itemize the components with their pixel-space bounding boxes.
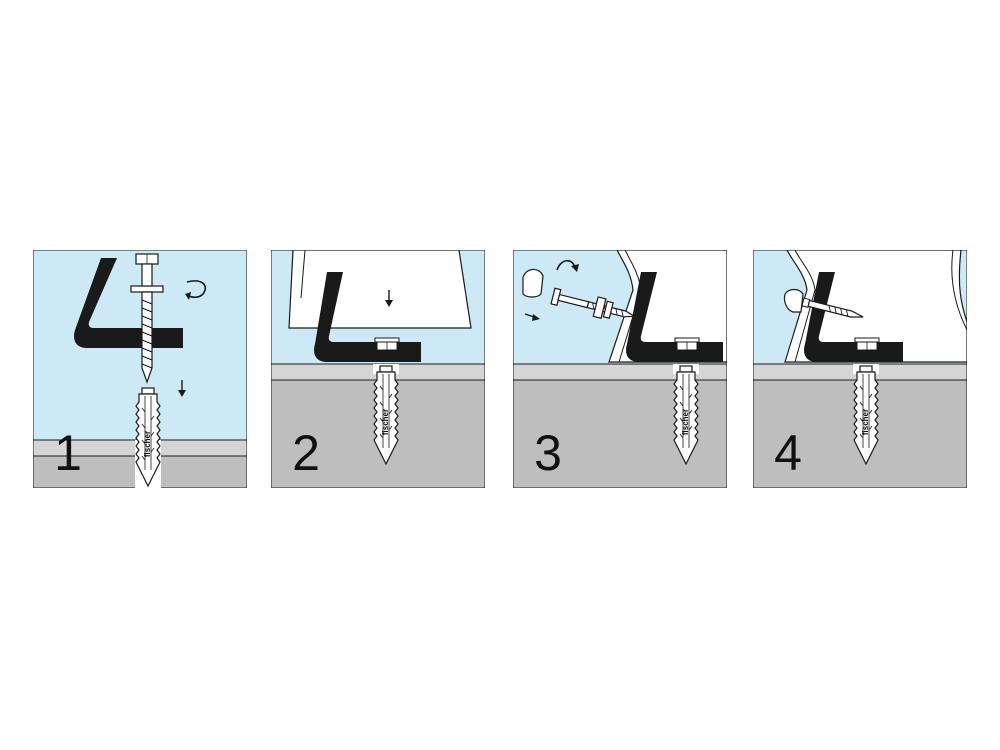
down-arrow-icon (178, 380, 186, 397)
furniture-icon (288, 250, 472, 329)
wall-plug-icon: fischer (673, 365, 699, 465)
step-3-illustration: fischer (513, 250, 727, 488)
bracket-icon (314, 272, 421, 362)
cap-icon (783, 288, 804, 313)
step-number: 2 (292, 425, 320, 481)
hex-bolt-icon (374, 337, 400, 351)
wall-plug-icon: fischer (135, 387, 161, 487)
bracket-icon (804, 272, 903, 362)
step-4-illustration: fischer (753, 250, 967, 488)
brand-label: fischer (143, 431, 152, 457)
step-4-panel: fischer 4 (753, 250, 967, 488)
step-number: 1 (54, 425, 82, 481)
step-number: 4 (774, 425, 802, 481)
brand-label: fischer (681, 409, 690, 435)
bracket-icon (626, 272, 723, 362)
step-1-illustration: fischer (33, 250, 247, 488)
down-arrow-icon (385, 290, 393, 307)
screw-icon (130, 253, 164, 384)
step-number: 3 (534, 425, 562, 481)
hex-bolt-icon (674, 337, 700, 351)
wall-plug-icon: fischer (853, 365, 879, 465)
rotate-arrow-icon (186, 280, 207, 299)
brand-label: fischer (381, 409, 390, 435)
screw-icon (801, 297, 864, 318)
screw-icon (550, 287, 637, 320)
step-3-panel: fischer 3 (513, 250, 727, 488)
insert-arrow-icon (524, 313, 540, 321)
wall-plug-icon: fischer (373, 365, 399, 465)
step-2-illustration: fischer (271, 250, 485, 488)
brand-label: fischer (861, 409, 870, 435)
step-1-panel: fischer 1 (33, 250, 247, 488)
step-2-panel: fischer 2 (271, 250, 485, 488)
hex-bolt-icon (854, 337, 880, 351)
bracket-icon (74, 258, 183, 348)
cap-icon (522, 268, 544, 298)
